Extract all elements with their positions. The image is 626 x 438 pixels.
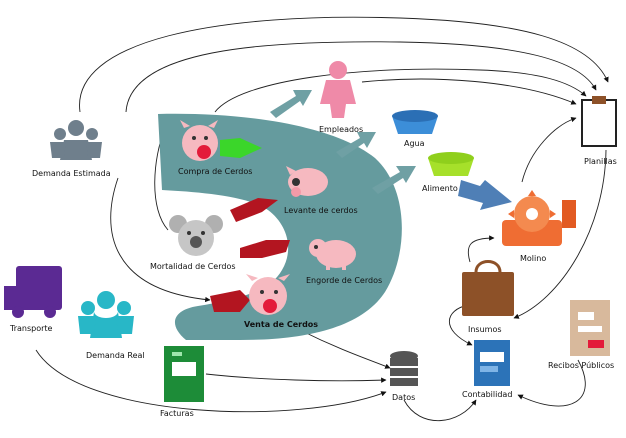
label-transporte: Transporte — [9, 324, 53, 333]
arrow-agua — [336, 132, 376, 158]
arrow-alimento-molino — [458, 180, 512, 210]
process-band — [158, 113, 402, 340]
connector-insumos-molino — [467, 235, 495, 263]
label-demanda-estimada: Demanda Estimada — [32, 169, 111, 178]
label-demanda-real: Demanda Real — [86, 351, 145, 360]
mill-icon — [502, 190, 576, 246]
arrow-mortalidad — [240, 240, 290, 258]
connector-facturas-datos — [205, 373, 387, 383]
labels: Compra de Cerdos Levante de cerdos Engor… — [9, 125, 617, 418]
bag-icon — [462, 260, 514, 316]
arrow-compra — [220, 138, 262, 158]
connector-transporte-datos — [35, 349, 387, 413]
bowl-icon — [392, 110, 438, 134]
connector-planillas-contabilidad — [513, 149, 607, 319]
label-contabilidad: Contabilidad — [462, 390, 512, 399]
connector-recibos-contabilidad — [517, 359, 586, 407]
label-mortalidad: Mortalidad de Cerdos — [150, 262, 236, 271]
truck-icon — [4, 266, 62, 318]
connector-molino-planillas — [521, 116, 577, 183]
clipboard-icon — [581, 96, 617, 147]
people-icon — [50, 120, 102, 160]
pig-icon — [286, 166, 328, 197]
label-empleados: Empleados — [319, 125, 363, 134]
label-alimento: Alimento — [422, 184, 458, 193]
label-venta: Venta de Cerdos — [244, 320, 318, 329]
label-facturas: Facturas — [160, 409, 194, 418]
connector-datos-contabilidad — [403, 399, 477, 422]
employee-icon — [320, 61, 356, 118]
label-planillas: Planillas — [584, 157, 617, 166]
connector-estimada-planillas — [79, 16, 609, 113]
label-recibos: Recibos Públicos — [548, 361, 614, 370]
connector-venta-datos — [299, 329, 391, 369]
arrow-levante — [230, 198, 278, 222]
label-compra: Compra de Cerdos — [178, 167, 252, 176]
pig-icon — [180, 120, 218, 161]
ledger-icon — [474, 340, 510, 386]
connector-estimada-planillas-2 — [125, 41, 597, 113]
flow-arrows — [270, 90, 512, 210]
label-datos: Datos — [392, 393, 415, 402]
bowl-icon — [428, 152, 474, 176]
spreadsheet-icon — [164, 346, 204, 402]
label-insumos: Insumos — [468, 325, 502, 334]
arrow-venta — [210, 290, 250, 312]
label-agua: Agua — [404, 139, 425, 148]
pig-icon — [246, 274, 290, 315]
arrow-empleados — [270, 90, 312, 118]
red-arrows — [210, 198, 290, 312]
connector-empleados-planillas — [361, 78, 577, 105]
label-molino: Molino — [520, 254, 546, 263]
receipt-icon — [570, 300, 610, 356]
koala-icon — [169, 215, 223, 256]
people-icon — [78, 291, 134, 338]
database-icon — [390, 351, 418, 386]
pig-icon — [309, 239, 356, 270]
arrow-alimento — [372, 166, 416, 194]
connector-estimada-venta — [110, 177, 211, 303]
connector-compra-planillas — [214, 68, 587, 113]
label-levante: Levante de cerdos — [284, 206, 358, 215]
label-engorde: Engorde de Cerdos — [306, 276, 382, 285]
